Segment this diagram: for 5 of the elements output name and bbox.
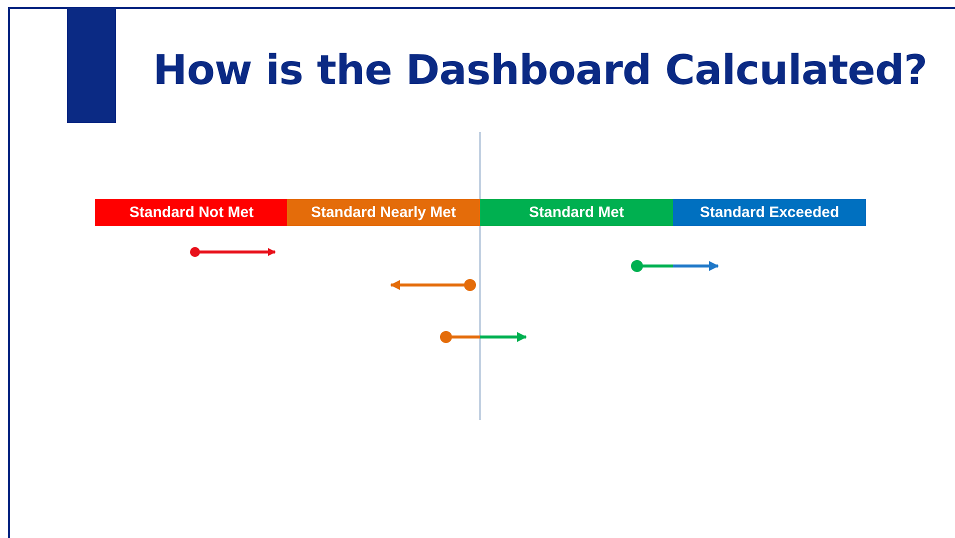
level-band: Standard Nearly Met bbox=[287, 199, 480, 226]
level-band: Standard Exceeded bbox=[673, 199, 866, 226]
level-band: Standard Met bbox=[480, 199, 673, 226]
level-band: Standard Not Met bbox=[95, 199, 288, 226]
slide-title: How is the Dashboard Calculated? bbox=[153, 46, 928, 94]
